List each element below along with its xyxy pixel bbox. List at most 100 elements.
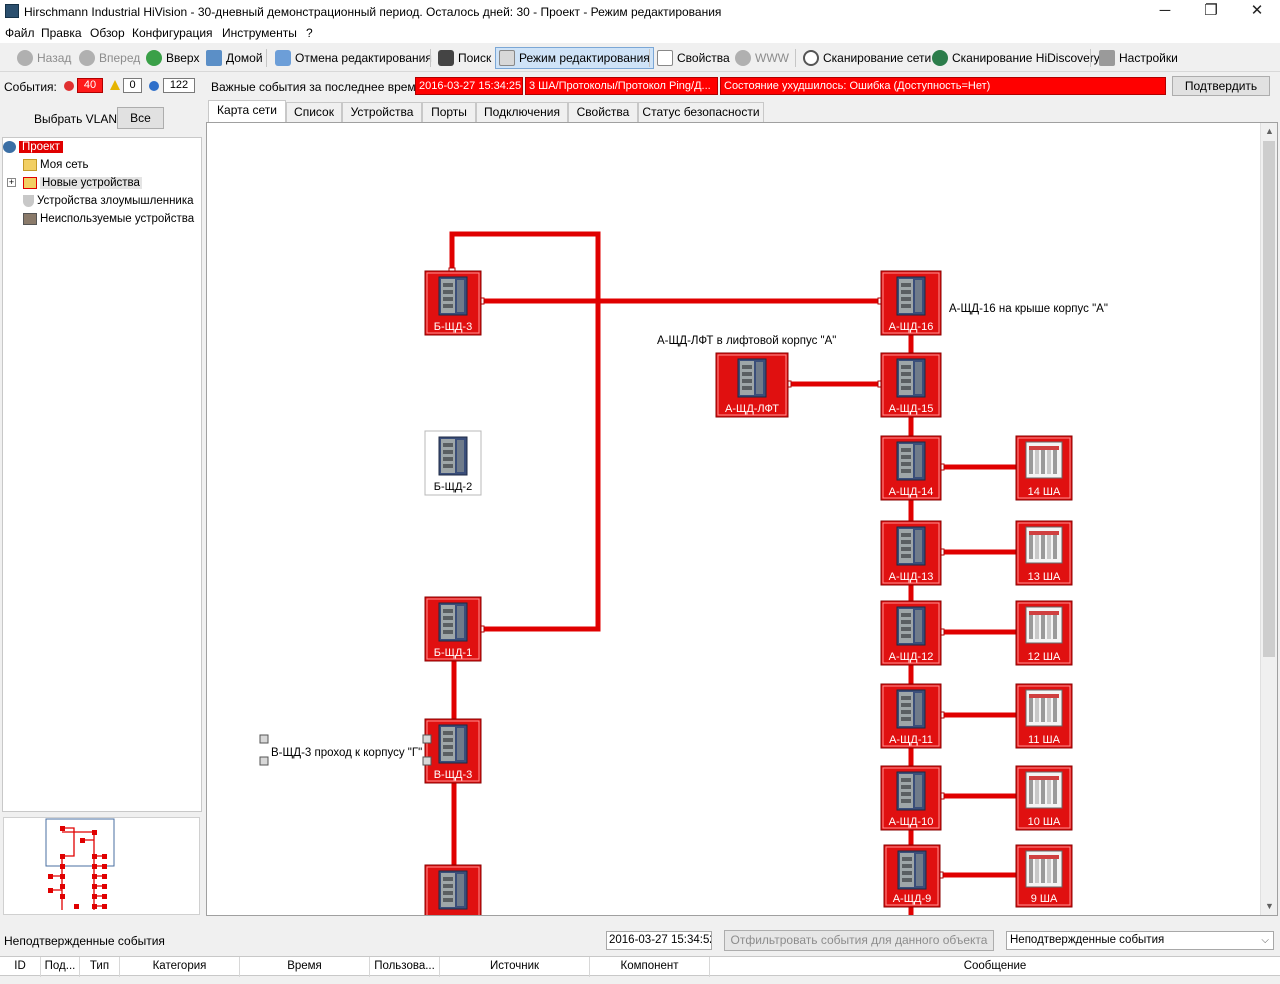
scan-network-button[interactable]: Сканирование сети <box>800 47 934 69</box>
tab-list[interactable]: Список <box>286 102 342 122</box>
column-message[interactable]: Сообщение <box>963 960 1027 972</box>
back-button[interactable]: Назад <box>14 47 74 69</box>
column-user[interactable]: Пользова... <box>370 957 440 977</box>
device-node-a13[interactable]: А-ЩД-13 <box>880 520 942 586</box>
properties-icon <box>657 50 673 66</box>
error-count[interactable]: 40 <box>77 78 103 93</box>
scrollbar-thumb[interactable] <box>1263 141 1275 657</box>
annotation-alft[interactable]: А-ЩД-ЛФТ в лифтовой корпус "А" <box>657 335 836 347</box>
scroll-up-arrow-icon[interactable]: ▲ <box>1265 126 1274 136</box>
filter-events-button[interactable]: Отфильтровать события для данного объект… <box>724 930 994 951</box>
event-time-field[interactable]: 2016-03-27 15:34:52 <box>606 931 712 950</box>
device-node-a14[interactable]: А-ЩД-14 <box>880 435 942 501</box>
up-button[interactable]: Вверх <box>143 47 202 69</box>
scroll-down-arrow-icon[interactable]: ▼ <box>1265 901 1274 911</box>
device-label: В-ЩД-3 <box>434 769 473 781</box>
last-event-time[interactable]: 2016-03-27 15:34:25 <box>415 77 523 95</box>
device-node-s14[interactable]: 14 ША <box>1015 435 1073 501</box>
device-node-x1[interactable] <box>424 864 482 916</box>
vertical-scrollbar[interactable]: ▲ ▼ <box>1260 123 1277 915</box>
device-node-s13[interactable]: 13 ША <box>1015 520 1073 586</box>
tab-security-status[interactable]: Статус безопасности <box>638 102 764 122</box>
vlan-all-button[interactable]: Все <box>117 107 164 129</box>
overview-minimap[interactable] <box>3 817 200 915</box>
menu-file[interactable]: Файл <box>5 26 35 40</box>
expand-toggle[interactable]: + <box>7 177 16 187</box>
column-sub[interactable]: Под... <box>41 957 80 977</box>
column-type[interactable]: Тип <box>80 957 120 977</box>
device-node-s9[interactable]: 9 ША <box>1015 844 1073 908</box>
edit-mode-button[interactable]: Режим редактирования <box>495 47 654 69</box>
network-link[interactable] <box>449 231 601 632</box>
tab-properties[interactable]: Свойства <box>568 102 638 122</box>
menu-configuration[interactable]: Конфигурация <box>132 26 213 40</box>
device-node-alft[interactable]: А-ЩД-ЛФТ <box>715 352 789 418</box>
column-component[interactable]: Компонент <box>590 957 710 977</box>
home-button[interactable]: Домой <box>203 47 266 69</box>
selection-handle[interactable] <box>259 734 269 744</box>
warning-count[interactable]: 0 <box>123 78 142 93</box>
up-arrow-icon <box>146 50 162 66</box>
tree-item-project[interactable]: Проект <box>3 139 63 155</box>
column-time[interactable]: Время <box>240 957 370 977</box>
title-bar: Hirschmann Industrial HiVision - 30-днев… <box>0 0 1280 24</box>
device-node-a10[interactable]: А-ЩД-10 <box>880 765 942 831</box>
properties-button[interactable]: Свойства <box>654 47 733 69</box>
maximize-button[interactable]: ❐ <box>1204 2 1218 19</box>
tree-item-my-network[interactable]: Моя сеть <box>23 157 89 173</box>
device-node-a9[interactable]: А-ЩД-9 <box>883 844 941 908</box>
settings-button[interactable]: Настройки <box>1096 47 1181 69</box>
industrial-switch-icon <box>438 436 468 476</box>
selection-handle[interactable] <box>259 756 269 766</box>
device-frame-highlight <box>882 522 940 584</box>
menu-edit[interactable]: Правка <box>41 26 82 40</box>
last-event-source[interactable]: 3 ША/Протоколы/Протокол Ping/Д... <box>525 77 718 95</box>
device-node-a16[interactable]: А-ЩД-16 <box>880 270 942 336</box>
column-category[interactable]: Категория <box>120 957 240 977</box>
annotation-v3[interactable]: В-ЩД-3 проход к корпусу "Г" <box>271 747 422 759</box>
forward-arrow-icon <box>79 50 95 66</box>
tree-item-rogue-devices[interactable]: Устройства злоумышленника <box>23 193 194 209</box>
minimap-devices <box>48 826 107 909</box>
device-label: А-ЩД-10 <box>889 816 934 828</box>
column-source[interactable]: Источник <box>440 957 590 977</box>
search-button[interactable]: Поиск <box>435 47 494 69</box>
info-count[interactable]: 122 <box>163 78 195 93</box>
device-node-a12[interactable]: А-ЩД-12 <box>880 600 942 666</box>
device-node-a15[interactable]: А-ЩД-15 <box>880 352 942 418</box>
confirm-button[interactable]: Подтвердить <box>1172 76 1270 96</box>
annotation-a16[interactable]: А-ЩД-16 на крыше корпус "А" <box>949 303 1108 315</box>
menu-help[interactable]: ? <box>306 26 313 40</box>
tab-connections[interactable]: Подключения <box>476 102 568 122</box>
menu-view[interactable]: Обзор <box>90 26 125 40</box>
device-node-s10[interactable]: 10 ША <box>1015 765 1073 831</box>
device-node-s12[interactable]: 12 ША <box>1015 600 1073 666</box>
forward-button[interactable]: Вперед <box>76 47 143 69</box>
event-filter-select[interactable]: Неподтвержденные события ⌵ <box>1006 931 1274 950</box>
tab-ports[interactable]: Порты <box>422 102 476 122</box>
tree-item-unused-devices[interactable]: Неиспользуемые устройства <box>23 211 194 227</box>
device-node-b3[interactable]: Б-ЩД-3 <box>424 270 482 336</box>
tree-item-new-devices[interactable]: Новые устройства <box>23 175 142 191</box>
minimize-button[interactable]: ─ <box>1159 2 1171 19</box>
device-node-v3[interactable]: В-ЩД-3 <box>424 718 482 784</box>
www-button[interactable]: WWW <box>732 47 792 69</box>
last-event-message[interactable]: Состояние ухудшилось: Ошибка (Доступност… <box>720 77 1166 95</box>
tab-devices[interactable]: Устройства <box>342 102 422 122</box>
selection-handle[interactable] <box>422 756 432 766</box>
chevron-down-icon[interactable]: ⌵ <box>1261 935 1269 946</box>
device-node-b2[interactable]: Б-ЩД-2 <box>424 430 482 496</box>
device-node-s11[interactable]: 11 ША <box>1015 683 1073 749</box>
selection-handle[interactable] <box>422 734 432 744</box>
device-node-b1[interactable]: Б-ЩД-1 <box>424 596 482 662</box>
network-map[interactable]: Б-ЩД-3Б-ЩД-2Б-ЩД-1В-ЩД-3 А-ЩД-16А-ЩД-ЛФТ А… <box>207 123 1261 916</box>
undo-edit-button[interactable]: Отмена редактирования <box>272 47 435 69</box>
device-frame-highlight <box>885 846 939 906</box>
device-node-a11[interactable]: А-ЩД-11 <box>880 683 942 749</box>
scan-hidiscovery-button[interactable]: Сканирование HiDiscovery <box>929 47 1103 69</box>
menu-tools[interactable]: Инструменты <box>222 26 297 40</box>
column-id[interactable]: ID <box>0 957 41 977</box>
tab-network-map[interactable]: Карта сети <box>208 100 286 122</box>
close-button[interactable]: ✕ <box>1250 2 1264 19</box>
